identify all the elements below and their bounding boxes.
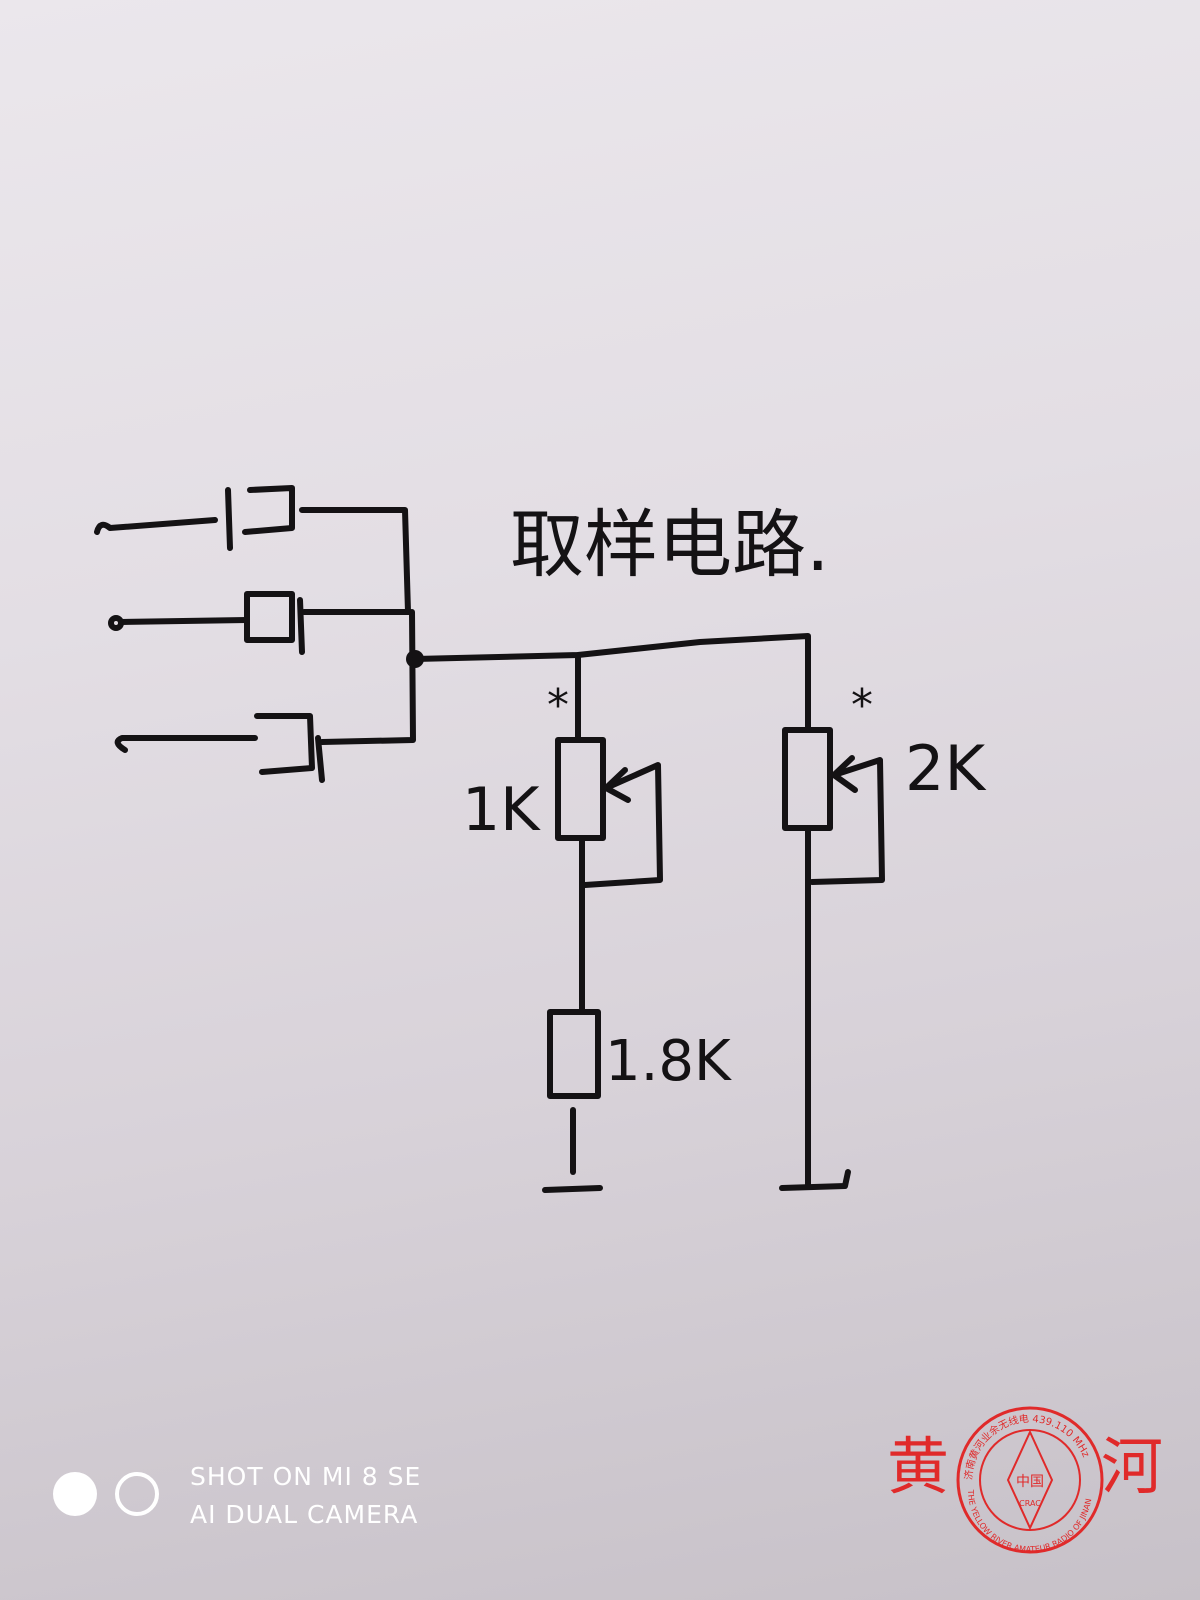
- diagram-title: 取样电路.: [510, 502, 830, 588]
- logo-char-he: 河: [1101, 1430, 1163, 1503]
- logo: 黄 河 济南黄河业余无线电 439.110 MHz THE YELLOW RIV…: [887, 1406, 1163, 1554]
- label-1k: 1K: [462, 775, 541, 845]
- seal-ring: [956, 1406, 1104, 1554]
- crystal-2: [108, 591, 413, 655]
- pot-1k: [555, 652, 663, 1013]
- resistor-1-8k: [542, 1009, 603, 1193]
- camera-lens-icon-outline: [115, 1472, 159, 1516]
- seal-badge: CRAC: [1019, 1499, 1041, 1508]
- pot-2k: [779, 727, 885, 1191]
- seal-center: 中国: [1016, 1474, 1044, 1490]
- watermark-line-2: AI DUAL CAMERA: [190, 1500, 419, 1529]
- asterisk-right: *: [851, 680, 873, 731]
- label-2k: 2K: [905, 732, 986, 805]
- logo-char-huang: 黄: [887, 1430, 949, 1503]
- camera-lens-icon-filled: [53, 1472, 97, 1516]
- wire-top: [412, 633, 811, 733]
- watermark-line-1: SHOT ON MI 8 SE: [190, 1462, 422, 1491]
- label-1-8k: 1.8K: [605, 1029, 732, 1094]
- crystal-1: [94, 485, 411, 615]
- asterisk-left: *: [547, 680, 569, 731]
- antenna-diamond-icon: [1006, 1429, 1054, 1531]
